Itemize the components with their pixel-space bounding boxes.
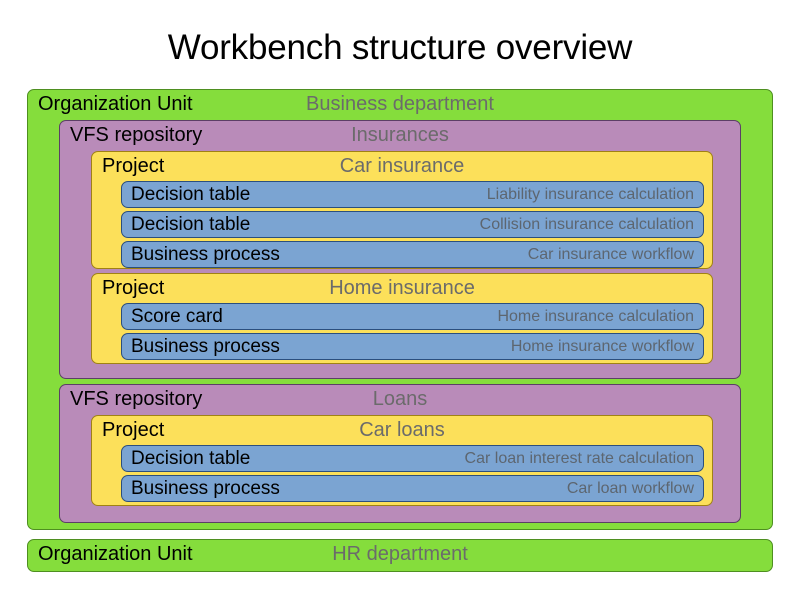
asset-row[interactable]: Score card Home insurance calculation: [121, 303, 704, 330]
project-type-label: Project: [102, 277, 165, 299]
organization-unit-header: Organization Unit HR department: [28, 540, 772, 568]
asset-type-label: Business process: [131, 336, 280, 357]
organization-unit-type-label: Organization Unit: [38, 93, 193, 115]
diagram-title: Workbench structure overview: [167, 28, 633, 67]
asset-list: Decision table Car loan interest rate ca…: [121, 445, 704, 502]
asset-type-label: Decision table: [131, 448, 251, 469]
project-type-label: Project: [102, 419, 165, 441]
project-name-label: Car insurance: [339, 155, 465, 177]
project-header: Project Home insurance: [92, 274, 712, 302]
project-name-label: Home insurance: [329, 277, 475, 299]
project-type-label: Project: [102, 155, 165, 177]
organization-unit-name-label: HR department: [332, 543, 468, 565]
asset-row[interactable]: Decision table Car loan interest rate ca…: [121, 445, 704, 472]
asset-list: Score card Home insurance calculation Bu…: [121, 303, 704, 360]
asset-type-label: Business process: [131, 244, 280, 265]
asset-row[interactable]: Decision table Liability insurance calcu…: [121, 181, 704, 208]
asset-type-label: Business process: [131, 478, 280, 499]
asset-name-label: Home insurance workflow: [510, 338, 694, 355]
asset-row[interactable]: Business process Car loan workflow: [121, 475, 704, 502]
organization-unit-hr-department[interactable]: Organization Unit HR department: [27, 539, 773, 572]
project-name-label: Car loans: [359, 419, 445, 441]
asset-row[interactable]: Business process Car insurance workflow: [121, 241, 704, 268]
asset-row[interactable]: Business process Home insurance workflow: [121, 333, 704, 360]
vfs-repository-header: VFS repository Loans: [60, 385, 740, 413]
vfs-repository-name-label: Insurances: [351, 124, 449, 146]
project-header: Project Car loans: [92, 416, 712, 444]
asset-name-label: Collision insurance calculation: [479, 216, 694, 233]
asset-name-label: Car insurance workflow: [527, 246, 694, 263]
asset-type-label: Score card: [131, 306, 223, 327]
vfs-repository-loans[interactable]: VFS repository Loans Project Car loans D…: [59, 384, 741, 523]
asset-list: Decision table Liability insurance calcu…: [121, 181, 704, 268]
project-home-insurance[interactable]: Project Home insurance Score card Home i…: [91, 273, 713, 364]
asset-name-label: Home insurance calculation: [497, 308, 694, 325]
asset-row[interactable]: Decision table Collision insurance calcu…: [121, 211, 704, 238]
vfs-repository-insurances[interactable]: VFS repository Insurances Project Car in…: [59, 120, 741, 379]
organization-unit-header: Organization Unit Business department: [28, 90, 772, 118]
organization-unit-name-label: Business department: [306, 93, 494, 115]
organization-unit-type-label: Organization Unit: [38, 543, 193, 565]
project-car-insurance[interactable]: Project Car insurance Decision table Lia…: [91, 151, 713, 269]
vfs-repository-header: VFS repository Insurances: [60, 121, 740, 149]
organization-unit-business-department[interactable]: Organization Unit Business department VF…: [27, 89, 773, 530]
asset-name-label: Car loan workflow: [566, 480, 694, 497]
asset-type-label: Decision table: [131, 214, 251, 235]
vfs-repository-type-label: VFS repository: [70, 388, 203, 410]
project-header: Project Car insurance: [92, 152, 712, 180]
vfs-repository-type-label: VFS repository: [70, 124, 203, 146]
vfs-repository-name-label: Loans: [372, 388, 428, 410]
asset-name-label: Liability insurance calculation: [486, 186, 694, 203]
project-car-loans[interactable]: Project Car loans Decision table Car loa…: [91, 415, 713, 506]
asset-name-label: Car loan interest rate calculation: [464, 450, 694, 467]
asset-type-label: Decision table: [131, 184, 251, 205]
